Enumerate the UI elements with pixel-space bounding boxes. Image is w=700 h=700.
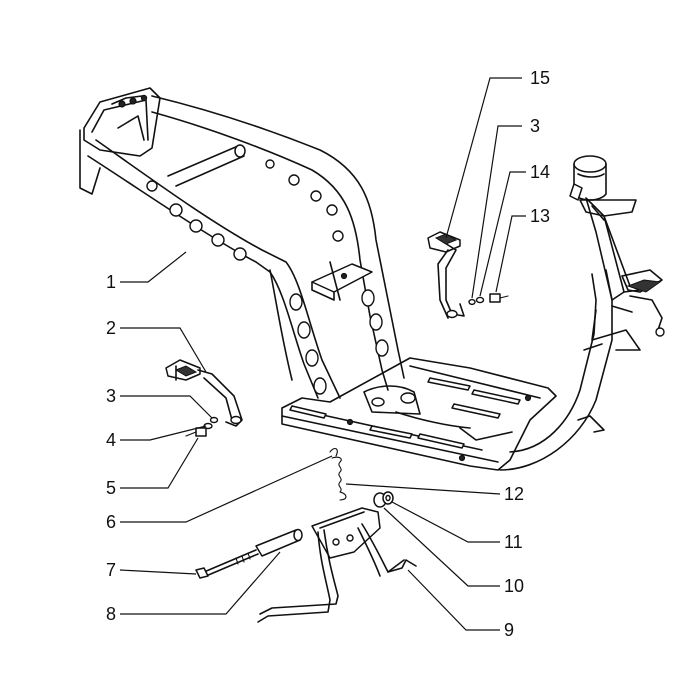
part-7-axle-bolt	[195, 549, 259, 579]
part-15-bracket	[427, 231, 465, 319]
frame-right-rail	[151, 95, 405, 379]
callout-6: 6	[106, 512, 116, 532]
callout-8: 8	[106, 604, 116, 624]
callout-2: 2	[106, 318, 116, 338]
callout-14: 14	[530, 162, 550, 182]
leader-7	[119, 569, 197, 575]
leader-3-right	[471, 125, 522, 299]
leader-15	[445, 77, 522, 239]
callout-3-left: 3	[106, 386, 116, 406]
callout-10: 10	[504, 576, 524, 596]
callout-5: 5	[106, 478, 116, 498]
frame-floor	[281, 357, 557, 471]
callout-labels: 15 3 14 13 1 2 3 4 5 6 7 8 12 11 10 9	[106, 68, 550, 640]
leader-1	[120, 251, 187, 283]
callout-9: 9	[504, 620, 514, 640]
scooter-frame	[79, 87, 665, 471]
leader-14	[479, 171, 526, 297]
part-3-4-5-fasteners-left	[185, 416, 219, 437]
leader-13	[495, 215, 526, 293]
leader-9	[407, 569, 500, 631]
part-8-tube	[255, 528, 303, 557]
leader-4	[120, 425, 207, 441]
part-2-bracket	[165, 359, 243, 427]
leader-12	[345, 483, 501, 495]
callout-1: 1	[106, 272, 116, 292]
frame-rear-hoop	[83, 87, 161, 157]
frame-left-rail	[95, 139, 341, 399]
callout-12: 12	[504, 484, 524, 504]
leader-5	[120, 437, 199, 489]
leader-8	[120, 551, 281, 615]
callout-3-right: 3	[530, 116, 540, 136]
leader-2	[120, 327, 207, 373]
callout-15: 15	[530, 68, 550, 88]
leader-11	[391, 501, 500, 543]
leader-6	[120, 455, 333, 523]
part-9-center-stand	[257, 507, 417, 623]
part-10-11-bushings	[373, 491, 394, 508]
leader-3-left	[120, 395, 213, 419]
callout-4: 4	[106, 430, 116, 450]
part-12-spring	[329, 447, 347, 501]
leader-lines	[119, 77, 526, 631]
steering-head-tube	[585, 197, 625, 301]
leader-10	[383, 507, 500, 587]
callout-13: 13	[530, 206, 550, 226]
callout-7: 7	[106, 560, 116, 580]
callout-11: 11	[504, 532, 523, 552]
frame-down-tube	[499, 269, 613, 471]
part-3-14-13-fasteners-right	[468, 293, 509, 306]
